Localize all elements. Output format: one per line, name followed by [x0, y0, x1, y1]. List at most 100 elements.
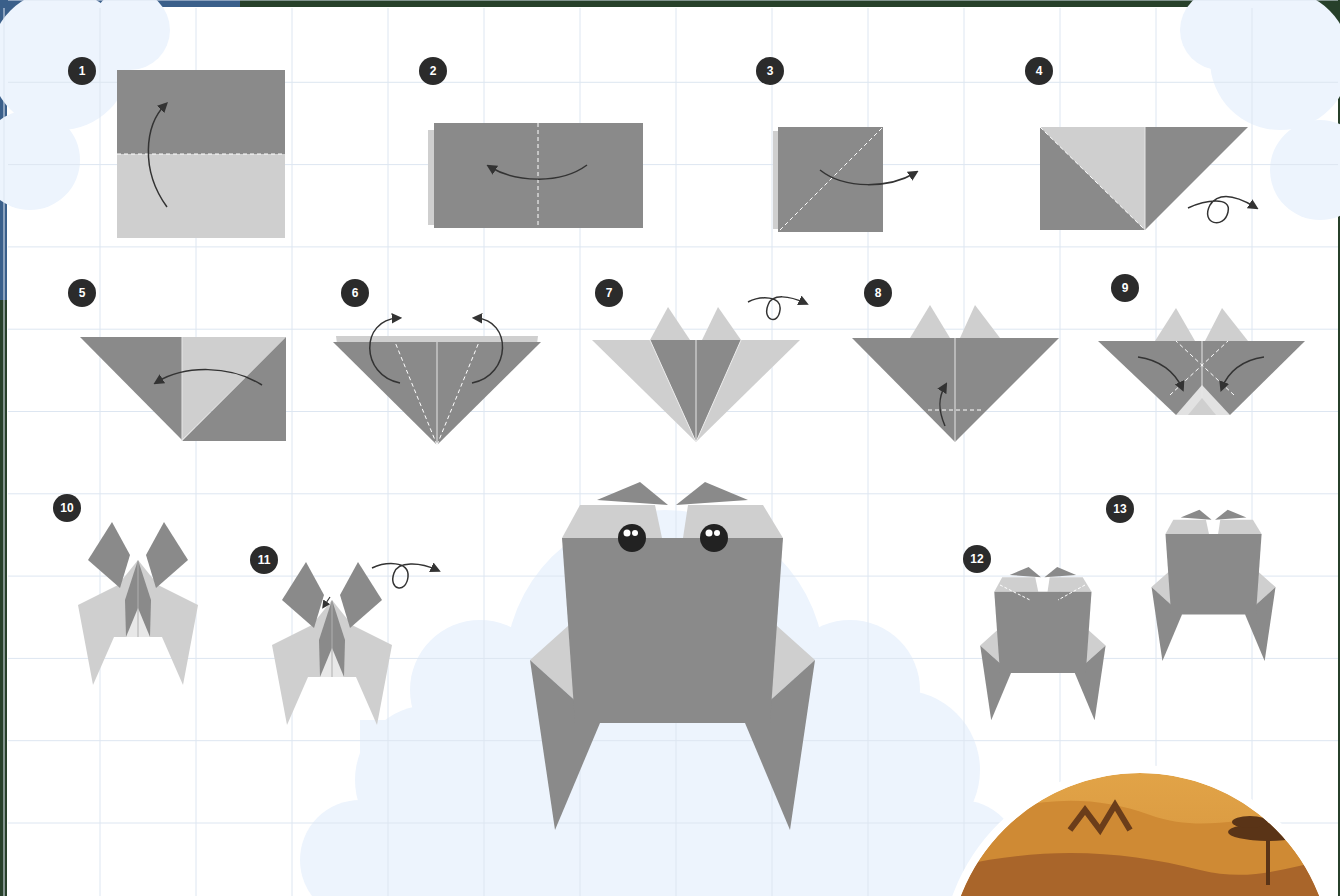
callout-number: 6	[341, 279, 369, 307]
step-2-figure-part	[538, 123, 539, 228]
callout-number: 8	[864, 279, 892, 307]
step-7-figure-part	[748, 297, 805, 320]
step-1-figure-part	[117, 154, 285, 155]
step-6-figure-part	[472, 318, 503, 383]
grid-line	[388, 8, 389, 896]
step-8-figure-part	[910, 305, 950, 338]
callout-number: 11	[250, 546, 278, 574]
step-6-figure-part	[395, 342, 437, 445]
grid-line	[4, 8, 5, 896]
step-5-figure-part	[80, 337, 182, 440]
step-1-figure-part	[117, 154, 285, 238]
callout-number: 4	[1025, 57, 1053, 85]
callout-number: 10	[53, 494, 81, 522]
savanna-photo-part	[940, 760, 1340, 896]
step-9-figure-part	[1202, 341, 1203, 398]
step-7-figure-part	[650, 340, 696, 442]
step-9-figure-part	[1155, 308, 1195, 341]
grid-lines	[4, 0, 1338, 896]
step-13-figure	[1152, 510, 1276, 661]
callout-number: 3	[756, 57, 784, 85]
step-9-figure-part	[1176, 385, 1230, 415]
grid-line	[100, 8, 101, 896]
grid-line	[8, 246, 1338, 247]
step-10-figure-part	[78, 522, 198, 685]
step-7-figure-part	[650, 340, 741, 442]
step-8-figure-part	[960, 305, 1000, 338]
step-11-figure-part	[324, 597, 330, 606]
savanna-photo	[940, 760, 1340, 896]
grid-line	[964, 8, 965, 896]
cloud-part	[0, 110, 80, 210]
step-7-figure-part	[702, 307, 741, 340]
step-12-figure-part	[1058, 585, 1085, 600]
finished-crab-part	[530, 482, 815, 830]
backdrop-part	[7, 7, 1338, 896]
finished-crab-part	[714, 530, 720, 536]
step-8-figure-part	[955, 338, 956, 442]
finished-crab	[530, 482, 815, 830]
step-5-figure	[80, 337, 286, 441]
finished-crab-part	[706, 530, 713, 537]
grid-line	[676, 8, 677, 896]
step-5-figure-part	[182, 337, 286, 440]
finished-crab-part	[700, 524, 728, 552]
savanna-photo-part-part	[940, 760, 1340, 896]
callout-number: 2	[419, 57, 447, 85]
step-8-figure-part	[928, 410, 983, 411]
finished-crab-part	[624, 530, 631, 537]
callout-number: 1	[68, 57, 96, 85]
cloud-part	[1180, 0, 1260, 70]
step-1-figure-part	[148, 105, 167, 207]
step-6-figure-part	[333, 342, 541, 445]
step-11-figure-part	[372, 564, 437, 588]
grid-line	[8, 493, 1338, 494]
savanna-photo-part-part	[1266, 835, 1270, 885]
savanna-photo-part-part	[940, 853, 1340, 896]
step-7-figure	[592, 297, 805, 442]
step-9-figure-part	[1222, 357, 1264, 388]
step-11-figure	[272, 562, 437, 725]
step-8-figure	[852, 305, 1059, 442]
callout-number: 12	[963, 545, 991, 573]
step-7-figure-part	[696, 340, 741, 442]
cloud-part	[360, 720, 960, 896]
step-7-figure-part	[592, 340, 800, 442]
step-9-figure	[1098, 308, 1305, 415]
step-6-figure-part	[437, 342, 438, 445]
step-9-figure-part	[1205, 308, 1248, 341]
grid-line	[292, 8, 293, 896]
step-2-figure	[428, 123, 643, 228]
step-5-figure-part	[182, 337, 286, 441]
callout-number: 13	[1106, 495, 1134, 523]
step-3-figure	[773, 127, 915, 232]
step-7-figure-part	[650, 307, 690, 340]
savanna-photo-part-part	[1070, 805, 1130, 830]
step-6-figure-part	[437, 342, 479, 445]
savanna-photo-part	[944, 769, 1336, 896]
step-4-figure-part	[1040, 127, 1145, 230]
finished-crab-part	[618, 524, 646, 552]
savanna-photo-part-part	[1232, 816, 1268, 828]
step-1-figure-part	[117, 70, 285, 154]
step-4-figure-part	[1040, 127, 1145, 230]
step-4-figure-part	[1145, 127, 1146, 230]
callout-number: 5	[68, 279, 96, 307]
step-9-figure-part	[1170, 341, 1228, 395]
grid-line	[8, 0, 1338, 1]
step-12-figure	[980, 567, 1105, 720]
step-5-figure-part	[182, 337, 183, 441]
step-6-figure-part	[370, 318, 400, 383]
step-12-figure-part	[980, 567, 1105, 720]
step-9-figure-part	[1138, 357, 1182, 388]
callout-number: 7	[595, 279, 623, 307]
finished-crab-part	[632, 530, 638, 536]
step-2-figure-part	[490, 165, 587, 179]
step-7-figure-part	[696, 340, 697, 442]
step-3-figure-part	[820, 170, 915, 185]
step-9-figure-part	[1188, 398, 1216, 415]
